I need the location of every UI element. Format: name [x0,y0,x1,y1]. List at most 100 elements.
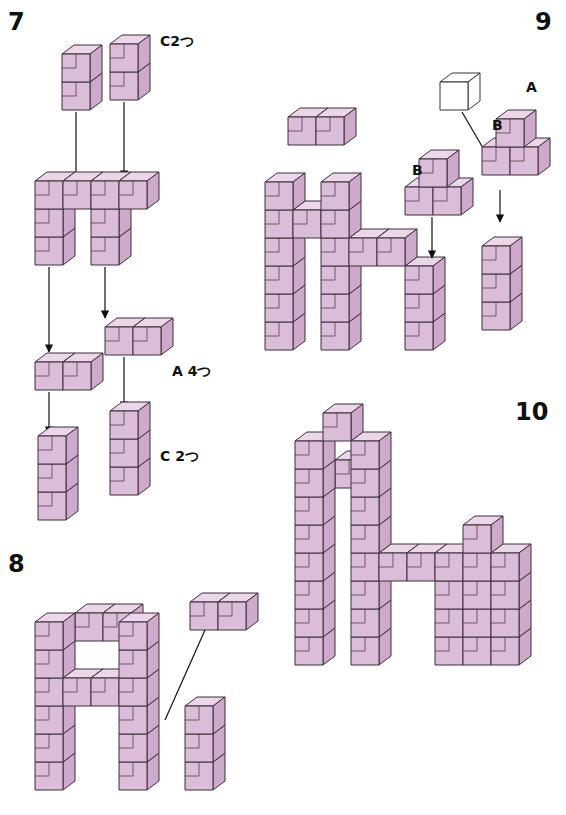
part-name: A [526,80,537,94]
fold-line [124,439,125,453]
cube-side [213,697,225,734]
fold-line [105,209,106,223]
cube-front [133,327,161,355]
fold-line [295,483,309,484]
block-figure [105,318,173,355]
fold-line [433,201,447,202]
fold-line [295,539,309,540]
fold-line [91,195,105,196]
cube-front [379,553,407,581]
fold-line [133,678,134,692]
part-name: B [492,118,503,132]
fold-line [309,525,310,539]
fold-line [89,613,90,627]
cube-side [524,110,536,147]
cube-front [295,609,323,637]
cube-front [491,609,519,637]
fold-line [524,147,525,161]
fold-line [505,553,506,567]
fold-line [335,210,336,224]
cube-front [405,266,433,294]
fold-line [477,525,478,539]
cube-front [316,117,344,145]
fold-line [35,376,49,377]
fold-line [124,72,125,86]
cube-front [63,678,91,706]
fold-line [49,762,50,776]
cube-front [405,294,433,322]
fold-line [365,497,366,511]
cube-front [35,181,63,209]
fold-line [309,497,310,511]
cube-front [491,553,519,581]
cube-front [75,613,103,641]
fold-line [49,209,50,223]
cube-front [62,82,90,110]
fold-line [365,553,366,567]
fold-line [279,182,280,196]
fold-line [265,224,279,225]
cube-front [35,622,63,650]
fold-line [505,637,506,651]
block-figure [295,404,531,665]
fold-line [321,224,335,225]
fold-line [435,567,449,568]
block-figure [405,150,473,215]
cube-front [321,210,349,238]
fold-line [351,595,365,596]
block-figure [35,353,103,390]
fold-line [110,453,124,454]
fold-line [349,252,363,253]
fold-line [463,595,477,596]
step-number: 7 [8,10,25,34]
block-figure [190,593,258,630]
cube-front [91,237,119,265]
fold-line [435,623,449,624]
fold-line [419,266,420,280]
fold-line [435,651,449,652]
cube-side [447,150,459,187]
fold-line [293,224,307,225]
fold-line [419,294,420,308]
cube-front [440,82,468,110]
fold-line [335,238,336,252]
fold-line [38,450,52,451]
cube-front [295,441,323,469]
fold-line [279,238,280,252]
fold-line [62,68,76,69]
fold-line [279,322,280,336]
cube-front [185,706,213,734]
fold-line [321,336,335,337]
cube-side [349,173,361,210]
cube-side [538,138,550,175]
fold-line [279,266,280,280]
fold-line [335,322,336,336]
fold-line [91,251,105,252]
fold-line [185,776,199,777]
fold-line [119,636,133,637]
cube-front [463,637,491,665]
fold-line [335,294,336,308]
block-figure [110,402,150,495]
fold-line [35,195,49,196]
cube-side [91,353,103,390]
fold-line [265,308,279,309]
fold-line [288,131,302,132]
fold-line [349,460,350,474]
fold-line [76,54,77,68]
fold-line [265,280,279,281]
fold-line [463,539,477,540]
fold-line [35,636,49,637]
fold-line [477,581,478,595]
fold-line [307,210,308,224]
cube-side [379,432,391,469]
block-figure [185,697,225,790]
cube-front [265,322,293,350]
fold-line [447,187,448,201]
fold-line [393,553,394,567]
fold-line [496,133,510,134]
fold-line [482,288,496,289]
cube-front [265,294,293,322]
fold-line [75,627,89,628]
